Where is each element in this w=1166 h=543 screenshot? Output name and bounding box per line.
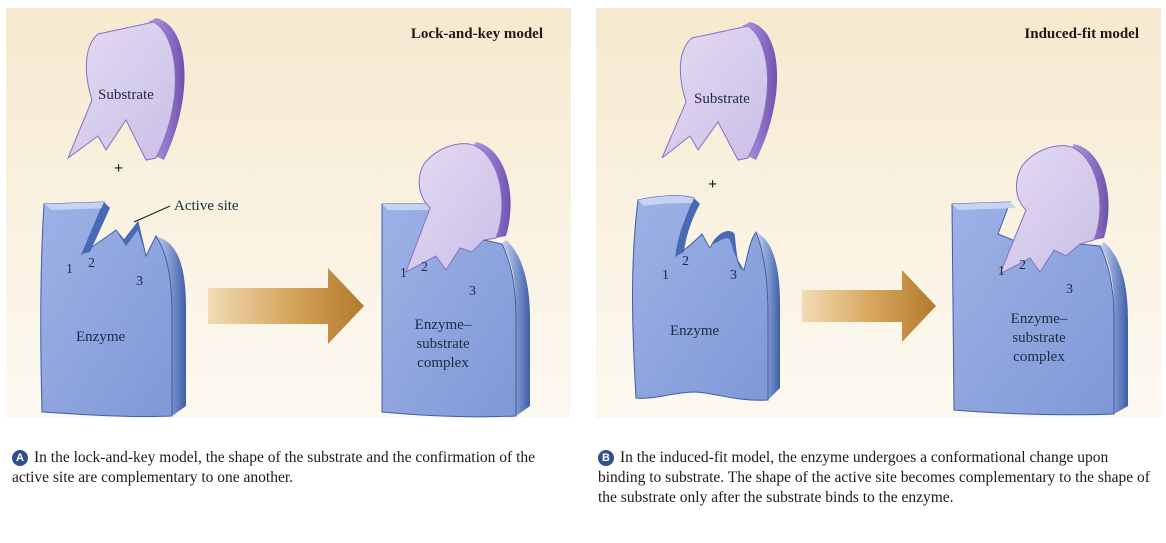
- caption-text-b: In the induced-fit model, the enzyme und…: [598, 449, 1150, 506]
- site-number-2: 2: [682, 254, 689, 269]
- caption-badge-a: A: [12, 450, 28, 466]
- complex-label: Enzyme– substrate complex: [414, 317, 472, 371]
- enzyme-label: Enzyme: [670, 323, 720, 339]
- induced-fit-title: Induced-fit model: [1024, 26, 1139, 42]
- substrate-shape: [66, 18, 185, 161]
- complex-number-1: 1: [400, 266, 407, 281]
- complex-number-2: 2: [421, 260, 428, 275]
- complex-substrate-shape: [999, 144, 1109, 276]
- active-site-label: Active site: [174, 198, 239, 214]
- substrate-label: Substrate: [98, 87, 154, 103]
- enzyme-shape: [632, 195, 780, 401]
- complex-number-3: 3: [469, 284, 476, 299]
- lock-and-key-diagram: [40, 18, 530, 418]
- site-number-1: 1: [66, 262, 73, 277]
- caption-text-a: In the lock-and-key model, the shape of …: [12, 449, 536, 486]
- site-number-3: 3: [730, 268, 737, 283]
- plus-sign: +: [114, 160, 124, 177]
- complex-number-2: 2: [1019, 258, 1026, 273]
- complex-label: Enzyme– substrate complex: [1010, 311, 1068, 365]
- process-arrow: [208, 268, 364, 344]
- complex-enzyme-shape: [951, 201, 1128, 416]
- substrate-shape: [661, 22, 778, 161]
- plus-sign: +: [708, 176, 718, 193]
- process-arrow: [802, 270, 936, 342]
- substrate-label: Substrate: [694, 91, 750, 107]
- induced-fit-panel: Induced-fit model Substrate + 1 2 3 Enzy…: [596, 8, 1161, 418]
- lock-and-key-title: Lock-and-key model: [410, 26, 543, 42]
- site-number-1: 1: [662, 268, 669, 283]
- complex-substrate-shape: [405, 142, 511, 274]
- induced-fit-diagram: [632, 22, 1128, 416]
- enzyme-shape: [40, 201, 186, 418]
- enzyme-label: Enzyme: [76, 329, 126, 345]
- site-number-3: 3: [136, 274, 143, 289]
- active-site-pointer: [133, 205, 171, 223]
- complex-number-1: 1: [998, 264, 1005, 279]
- lock-and-key-panel: Lock-and-key model Substrate + Active si…: [6, 8, 571, 418]
- caption-badge-b: B: [598, 450, 614, 466]
- complex-number-3: 3: [1066, 282, 1073, 297]
- site-number-2: 2: [88, 256, 95, 271]
